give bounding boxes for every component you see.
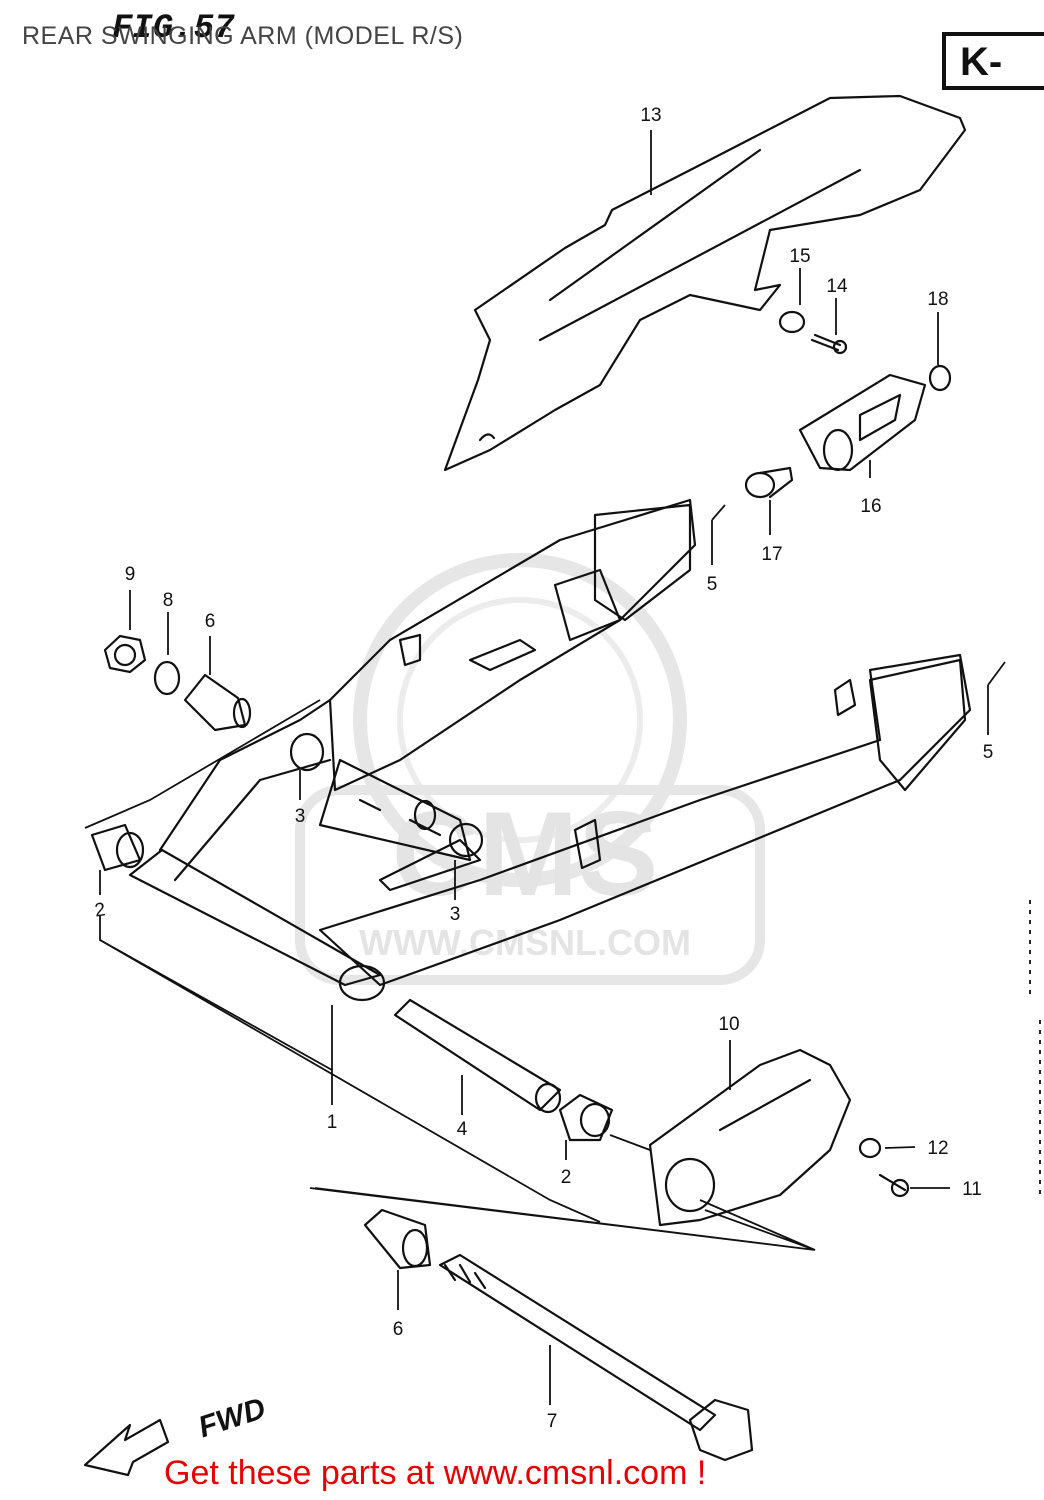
clip-part: [780, 312, 804, 332]
callout-2b: 2: [561, 1167, 572, 1188]
swing-arm-lower: [320, 655, 970, 985]
callout-5a: 5: [707, 574, 718, 595]
watermark-url: WWW.CMSNL.COM: [359, 922, 691, 963]
chain-cover-part: [445, 96, 965, 470]
callout-4: 4: [457, 1119, 468, 1140]
callout-15: 15: [789, 246, 810, 267]
callout-6a: 6: [205, 611, 216, 632]
chain-guide-part: [650, 1050, 850, 1225]
callout-2a: 2: [93, 899, 106, 921]
bearing-part: [92, 825, 140, 870]
washer-part-2: [155, 662, 179, 694]
callout-1: 1: [327, 1112, 338, 1133]
bushing-part: [291, 734, 323, 770]
pivot-tube: [130, 850, 380, 985]
callout-13: 13: [640, 105, 661, 126]
pivot-shaft: [440, 1255, 715, 1430]
collar-part: [185, 675, 245, 730]
callout-9: 9: [125, 564, 136, 585]
spacer-part: [746, 473, 774, 497]
callout-17: 17: [761, 544, 782, 565]
fwd-arrow-icon: [85, 1420, 168, 1475]
collar-part-3: [365, 1210, 430, 1268]
leader-lines: [85, 130, 1040, 1405]
nut-part: [105, 636, 145, 672]
watermark: CMS WWW.CMSNL.COM: [300, 560, 760, 980]
page-title: REAR SWINGING ARM (MODEL R/S): [22, 22, 464, 50]
bushing-part-2: [450, 824, 482, 856]
callout-3b: 3: [450, 904, 461, 925]
callout-3a: 3: [295, 806, 306, 827]
collar-part-2: [860, 1139, 880, 1157]
bolt-part: [880, 1175, 905, 1190]
bearing-part-2: [560, 1095, 612, 1140]
callout-10: 10: [718, 1014, 739, 1035]
fwd-label: FWD: [194, 1392, 269, 1444]
page-tab-box: K-: [942, 32, 1044, 90]
callout-7: 7: [547, 1411, 558, 1432]
callout-11: 11: [962, 1179, 982, 1200]
callout-8: 8: [163, 590, 174, 611]
figure-label: FIG.57: [112, 10, 235, 48]
swing-arm-upper: [330, 500, 695, 790]
callout-12: 12: [927, 1138, 948, 1159]
washer-part: [930, 366, 950, 390]
callout-16: 16: [860, 496, 881, 517]
callout-14: 14: [826, 276, 848, 297]
footer-link[interactable]: Get these parts at www.cmsnl.com !: [164, 1454, 707, 1492]
callout-6b: 6: [393, 1319, 404, 1340]
chain-adjuster-part: [800, 375, 925, 470]
spacer-tube: [395, 1000, 560, 1110]
callout-18: 18: [927, 289, 948, 310]
callout-5b: 5: [983, 742, 994, 763]
